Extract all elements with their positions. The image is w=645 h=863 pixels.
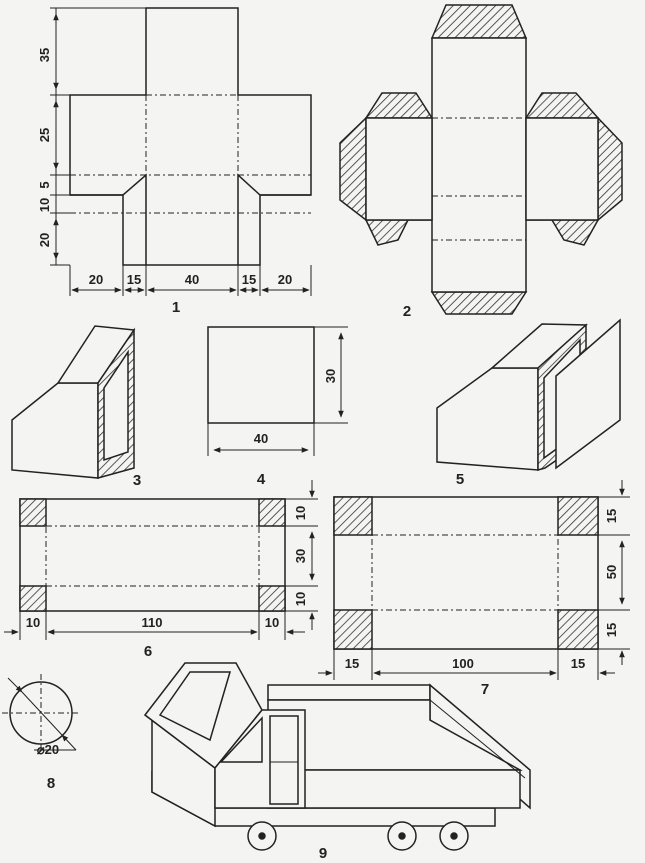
left-side-flap xyxy=(339,116,367,222)
fig1-dim-20-left: 20 xyxy=(89,272,103,287)
fig7-dim-left-15: 15 xyxy=(345,656,359,671)
fig1-dim-15-left: 15 xyxy=(127,272,141,287)
cab-net-right-slant xyxy=(237,173,311,265)
fig1-dim-40: 40 xyxy=(185,272,199,287)
left-top-flap xyxy=(364,92,434,119)
figure-5-cab-with-panel xyxy=(436,318,621,471)
fig1-horizontal-dims xyxy=(69,265,312,296)
right-top-flap xyxy=(524,92,600,119)
figure-2-flapped-net xyxy=(339,4,623,315)
figure-9-number: 9 xyxy=(319,845,327,862)
figure-1-number: 1 xyxy=(172,299,180,316)
fig1-dim-10: 10 xyxy=(37,198,52,212)
truck-wheel-rear-1 xyxy=(387,821,417,851)
figure-7-box-net xyxy=(318,480,630,680)
fig4-dim-30: 30 xyxy=(323,369,338,383)
box7-corner-br xyxy=(557,609,599,650)
figure-5-number: 5 xyxy=(456,471,464,488)
box7-corner-bl xyxy=(333,609,373,650)
fig1-dim-20: 20 xyxy=(37,233,52,247)
fig2-fold-lines xyxy=(365,117,599,241)
box6-corner-br xyxy=(258,585,286,612)
cab-side xyxy=(11,382,99,479)
box6-corner-tr xyxy=(258,498,286,527)
figure-9-assembled-truck xyxy=(143,662,531,851)
figure-6-box-net xyxy=(4,480,318,640)
fig6-dim-middle-30: 30 xyxy=(293,549,308,563)
fig7-dim-center-100: 100 xyxy=(452,656,474,671)
right-side-flap xyxy=(597,116,623,222)
figure-3-number: 3 xyxy=(133,472,141,489)
fig6-dim-left-10: 10 xyxy=(26,615,40,630)
box6-corner-tl xyxy=(19,498,47,527)
figure-4-rectangle xyxy=(207,326,348,456)
box6-corner-bl xyxy=(19,585,47,612)
cab-back-window xyxy=(103,349,129,462)
fig1-dim-5: 5 xyxy=(37,181,52,188)
bottom-flap xyxy=(430,291,528,315)
truck-bed-front-wall xyxy=(267,769,521,809)
truck-wheel-rear-2 xyxy=(439,821,469,851)
fig7-dim-top-15: 15 xyxy=(604,509,619,523)
rectangle-40x30 xyxy=(207,326,315,424)
truck-wheel-front xyxy=(247,821,277,851)
fig1-vertical-dims xyxy=(50,7,146,266)
fig1-dim-20-right: 20 xyxy=(278,272,292,287)
left-bottom-flap xyxy=(364,219,410,246)
fig1-dim-25: 25 xyxy=(37,128,52,142)
fig6-dim-top-10: 10 xyxy=(293,506,308,520)
box7-corner-tr xyxy=(557,496,599,536)
fig1-dim-15-right: 15 xyxy=(242,272,256,287)
top-flap xyxy=(430,4,528,39)
figure-8-number: 8 xyxy=(47,775,55,792)
figure-7-number: 7 xyxy=(481,681,489,698)
truck-bed-back-wall xyxy=(267,684,431,701)
figure-8-wheel xyxy=(2,674,80,752)
truck-cab-windshield xyxy=(158,671,232,742)
fig6-dim-right-10: 10 xyxy=(265,615,279,630)
cab5-front-panel xyxy=(555,318,621,470)
fig7-dim-bottom-15: 15 xyxy=(604,623,619,637)
fig4-dim-40: 40 xyxy=(254,431,268,446)
figure-3-assembled-cab xyxy=(11,325,136,479)
fig1-dim-35: 35 xyxy=(37,48,52,62)
box7-corner-tl xyxy=(333,496,373,536)
truck-cab-door-window xyxy=(219,716,263,763)
box7-outline xyxy=(333,496,599,650)
fig7-dim-middle-50: 50 xyxy=(604,565,619,579)
cab-net-outline xyxy=(69,7,312,266)
figure-4-number: 4 xyxy=(257,471,266,488)
figure-6-number: 6 xyxy=(144,643,152,660)
fig6-dim-bottom-10: 10 xyxy=(293,592,308,606)
fig8-diameter: ⌀20 xyxy=(37,742,59,757)
truck-cab-door xyxy=(269,715,299,805)
figure-1-cab-net xyxy=(50,7,312,296)
fig7-dim-right-15: 15 xyxy=(571,656,585,671)
cab-net-left-slant xyxy=(70,173,147,265)
fold-lines xyxy=(70,94,311,265)
fig6-dim-center-110: 110 xyxy=(142,615,163,630)
figure-2-number: 2 xyxy=(403,303,411,320)
cab5-side xyxy=(436,367,539,471)
box6-outline xyxy=(19,498,286,612)
right-bottom-flap xyxy=(550,219,600,246)
